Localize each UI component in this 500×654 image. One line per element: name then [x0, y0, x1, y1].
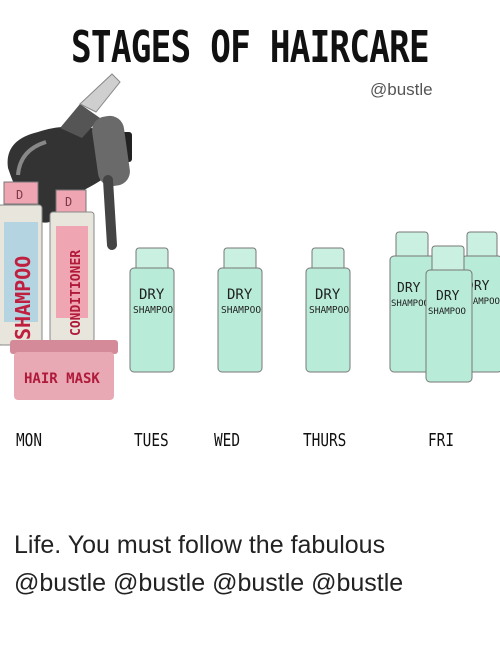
hair-mask-label: HAIR MASK [24, 371, 100, 387]
paddle-brush-icon [92, 115, 130, 250]
day-mon: MON [16, 430, 43, 451]
dry-label: DRY [397, 281, 421, 296]
post-caption: Life. You must follow the fabulous @bust… [14, 531, 404, 597]
flat-iron-icon [60, 73, 121, 138]
hair-mask-jar: HAIR MASK [10, 340, 118, 400]
shampoo-label: SHAMPOO [391, 299, 429, 309]
dry-label: DRY [315, 287, 341, 303]
dry-label: DRY [227, 287, 253, 303]
shampoo-bottle: D SHAMPOO [0, 181, 43, 346]
shampoo-label: SHAMPOO [462, 297, 500, 307]
dry-label: DRY [436, 289, 460, 304]
day-tues: TUES [134, 430, 169, 451]
day-fri: FRI [428, 430, 455, 451]
day-thurs: THURS [303, 430, 347, 451]
dry-shampoo-thurs: DRY SHAMPOO [305, 247, 351, 373]
dry-shampoo-wed: DRY SHAMPOO [217, 247, 263, 373]
svg-text:D: D [16, 188, 23, 202]
shampoo-bottle-label: SHAMPOO [11, 256, 35, 340]
dry-shampoo-tues: DRY SHAMPOO [129, 247, 175, 373]
haircare-illustration: D SHAMPOO D CONDITIONER HAIR MASK DRY SH… [0, 73, 500, 400]
page-title: STAGES OF HAIRCARE [71, 22, 430, 73]
shampoo-label: SHAMPOO [428, 307, 466, 317]
conditioner-bottle-label: CONDITIONER [69, 250, 84, 336]
dry-shampoo-fri: DRY SHAMPOO DRY SHAMPOO DRY SHAMPOO [389, 231, 500, 383]
shampoo-label: SHAMPOO [309, 305, 349, 316]
dry-label: DRY [139, 287, 165, 303]
conditioner-bottle: D CONDITIONER [49, 189, 95, 343]
day-wed: WED [214, 430, 241, 451]
source-handle: @bustle [370, 80, 433, 99]
shampoo-label: SHAMPOO [133, 305, 173, 316]
shampoo-label: SHAMPOO [221, 305, 261, 316]
svg-text:D: D [65, 195, 72, 209]
